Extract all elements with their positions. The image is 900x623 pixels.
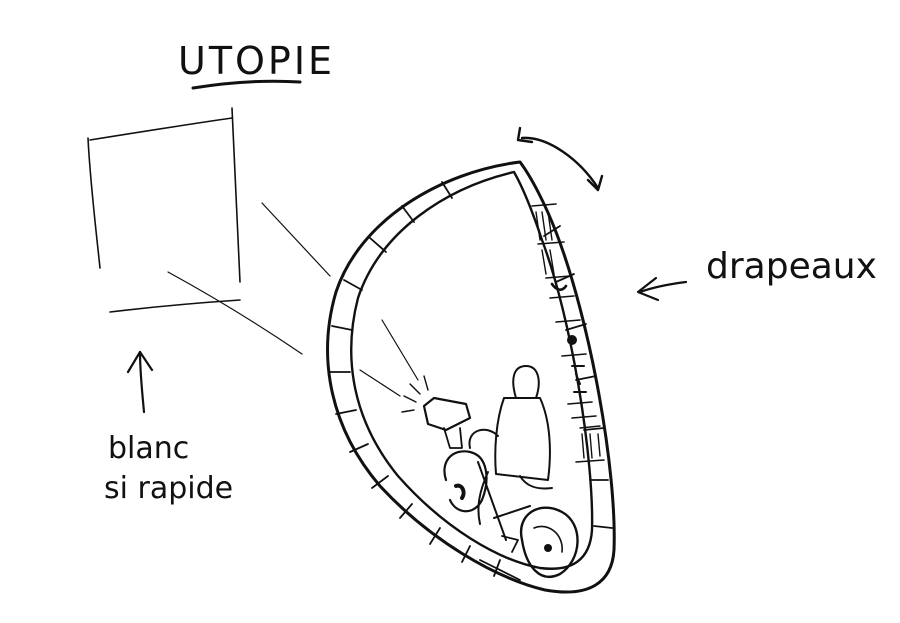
arrow-left-icon (636, 276, 688, 302)
screen-panel (87, 107, 331, 355)
title-utopie: UTOPIE (178, 39, 335, 83)
arrow-up-icon (126, 350, 154, 414)
label-si-rapide: si rapide (104, 471, 233, 506)
label-blanc: blanc (108, 431, 189, 466)
projector-icon (359, 319, 472, 449)
label-drapeaux: drapeaux (706, 246, 877, 287)
title-underline (191, 79, 302, 90)
cyclist-figure (443, 365, 579, 581)
bowl-structure (326, 160, 616, 594)
flag-dot-icon (567, 335, 577, 345)
bike-hub-icon (544, 544, 552, 552)
rim-segments (329, 181, 613, 577)
flag-strip (531, 203, 605, 463)
rotate-arrow-icon (516, 126, 604, 192)
